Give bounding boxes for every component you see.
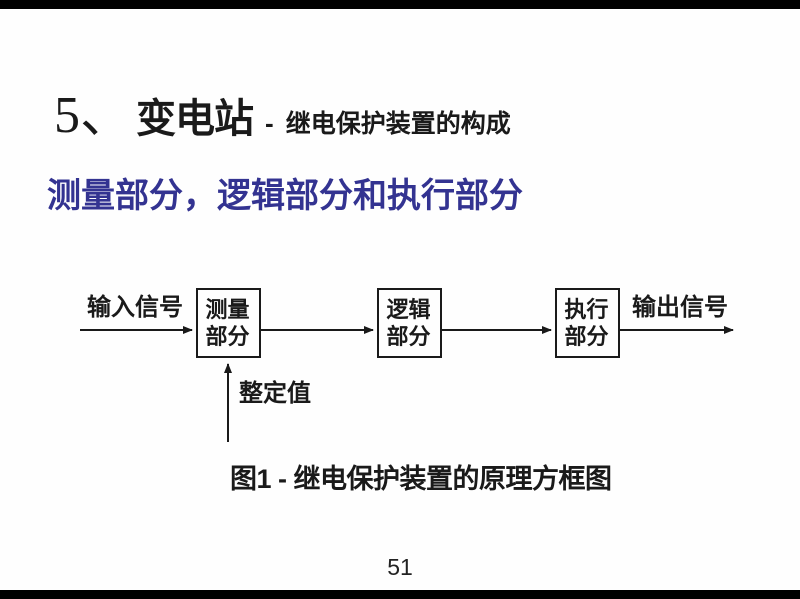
execute-box: 执行部分 — [555, 288, 620, 358]
setting-value-label: 整定值 — [239, 380, 311, 407]
figure-caption: 图1 - 继电保护装置的原理方框图 — [230, 464, 612, 494]
execute-box-label: 执行部分 — [564, 296, 609, 350]
top-border-bar — [0, 0, 800, 9]
logic-box: 逻辑部分 — [377, 288, 442, 358]
title-main: 变电站 — [136, 97, 254, 141]
slide-title: 5、 变电站 - 继电保护装置的构成 — [54, 72, 511, 147]
logic-box-label: 逻辑部分 — [386, 296, 431, 350]
title-number: 5、 — [54, 87, 133, 144]
measure-box: 测量部分 — [196, 288, 261, 358]
slide-subtitle: 测量部分，逻辑部分和执行部分 — [47, 177, 523, 215]
output-signal-label: 输出信号 — [632, 294, 728, 321]
input-signal-label: 输入信号 — [87, 294, 183, 321]
title-separator: - — [265, 108, 274, 138]
title-suffix: 继电保护装置的构成 — [285, 110, 511, 138]
bottom-border-bar — [0, 590, 800, 599]
measure-box-label: 测量部分 — [205, 296, 250, 350]
page-number: 51 — [387, 554, 413, 580]
